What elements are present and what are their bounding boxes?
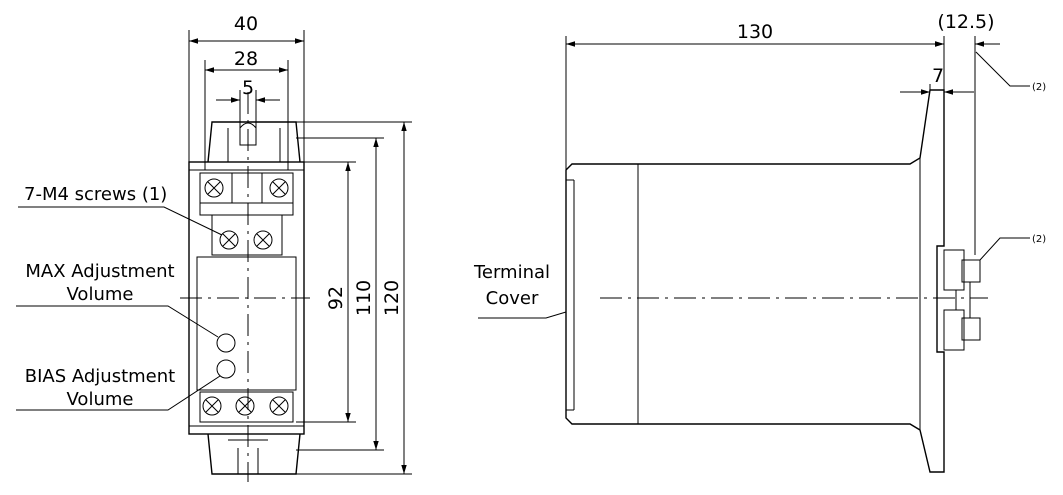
dim-width-total: 40 (234, 13, 258, 35)
label-max-line1: MAX Adjustment (25, 261, 174, 282)
screw-terminal-icon (235, 396, 255, 416)
dim-width-slot: 5 (242, 77, 254, 99)
dim-height-110: 110 (353, 280, 375, 316)
max-adjustment-knob-icon (216, 333, 236, 353)
front-view: 40 28 5 92 110 120 7-M4 screws (1) MAX A… (16, 13, 412, 482)
dim-rail: (12.5) (937, 11, 994, 33)
label-screws: 7-M4 screws (1) (24, 184, 167, 205)
front-bottom-tab (207, 433, 301, 475)
note-mid: (2) (1032, 234, 1046, 245)
screw-terminal-icon (204, 178, 224, 198)
screw-terminal-icon (269, 178, 289, 198)
screw-terminal-icon (253, 230, 273, 250)
dim-length: 130 (737, 21, 773, 43)
din-rail-clip (943, 249, 981, 351)
front-top-tab (207, 121, 301, 163)
screw-terminal-icon (269, 396, 289, 416)
label-bias-line2: Volume (67, 389, 134, 410)
side-view: 130 (12.5) 7 (2) (2) Terminal Cover (473, 11, 1046, 473)
screw-terminal-icon (202, 396, 222, 416)
dim-width-inner: 28 (234, 48, 258, 70)
screw-terminal-icon (219, 230, 239, 250)
label-max-line2: Volume (67, 284, 134, 305)
note-top: (2) (1032, 82, 1046, 93)
label-terminal-line1: Terminal (473, 262, 550, 283)
label-bias-line1: BIAS Adjustment (25, 366, 175, 387)
dim-tab: 7 (932, 65, 944, 87)
dim-height-120: 120 (381, 280, 403, 316)
side-housing (565, 89, 945, 473)
dim-height-92: 92 (325, 286, 347, 310)
bias-adjustment-knob-icon (216, 359, 236, 379)
label-terminal-line2: Cover (486, 288, 539, 309)
